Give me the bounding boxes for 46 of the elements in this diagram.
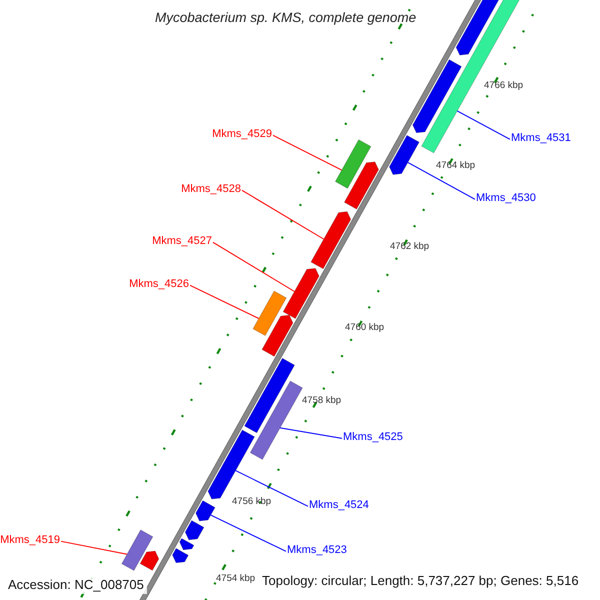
gene-label: Mkms_4525 [343, 431, 403, 444]
gene-label: Mkms_4526 [129, 278, 189, 291]
title: Mycobacterium sp. KMS, complete genome [155, 10, 416, 26]
gene-bar [121, 529, 154, 571]
accession-text: Accession: NC_008705 [5, 577, 147, 594]
gene-label: Mkms_4529 [212, 128, 272, 141]
gene-label: Mkms_4531 [511, 132, 571, 145]
gene-segment [262, 314, 294, 357]
leader-line [210, 514, 286, 552]
gene-bar [252, 290, 287, 336]
gene-segment [282, 268, 320, 319]
gene-segment [310, 211, 352, 270]
gene-segment [456, 0, 500, 56]
tick-label: 4760 kbp [345, 323, 384, 334]
tick-label: 4762 kbp [390, 242, 430, 253]
gene-segment [172, 548, 189, 564]
tick-label: 4766 kbp [484, 81, 524, 92]
gene-bar [250, 380, 303, 460]
leader-line [60, 540, 128, 555]
gene-label: Mkms_4519 [0, 534, 60, 547]
leader-line [212, 242, 295, 292]
gene-label: Mkms_4524 [309, 499, 369, 512]
leader-line [235, 470, 308, 507]
leader-line [280, 427, 342, 439]
gene-label: Mkms_4523 [287, 544, 347, 557]
tick-label: 4764 kbp [436, 161, 476, 172]
gene-label: Mkms_4527 [152, 235, 212, 248]
leader-line [242, 190, 324, 240]
gene-label: Mkms_4528 [181, 183, 241, 196]
gene-segment [389, 134, 420, 175]
tick-label: 4756 kbp [232, 497, 272, 508]
genome-info-text: Topology: circular; Length: 5,737,227 bp; Genes: 5,516 [262, 574, 579, 589]
tick-label: 4758 kbp [302, 396, 342, 407]
gene-segment [195, 500, 216, 522]
leader-line [407, 162, 476, 200]
tick-label: 4754 kbp [216, 574, 256, 585]
leader-line [272, 134, 342, 171]
gene-bar [334, 139, 372, 189]
gene-bar [244, 358, 295, 434]
gene-segment [179, 538, 194, 550]
gene-segment [140, 550, 160, 571]
gene-segment [344, 162, 379, 210]
leader-line [190, 284, 260, 319]
leader-line [456, 110, 510, 140]
gene-segment [412, 59, 462, 134]
gene-label: Mkms_4530 [476, 192, 536, 205]
